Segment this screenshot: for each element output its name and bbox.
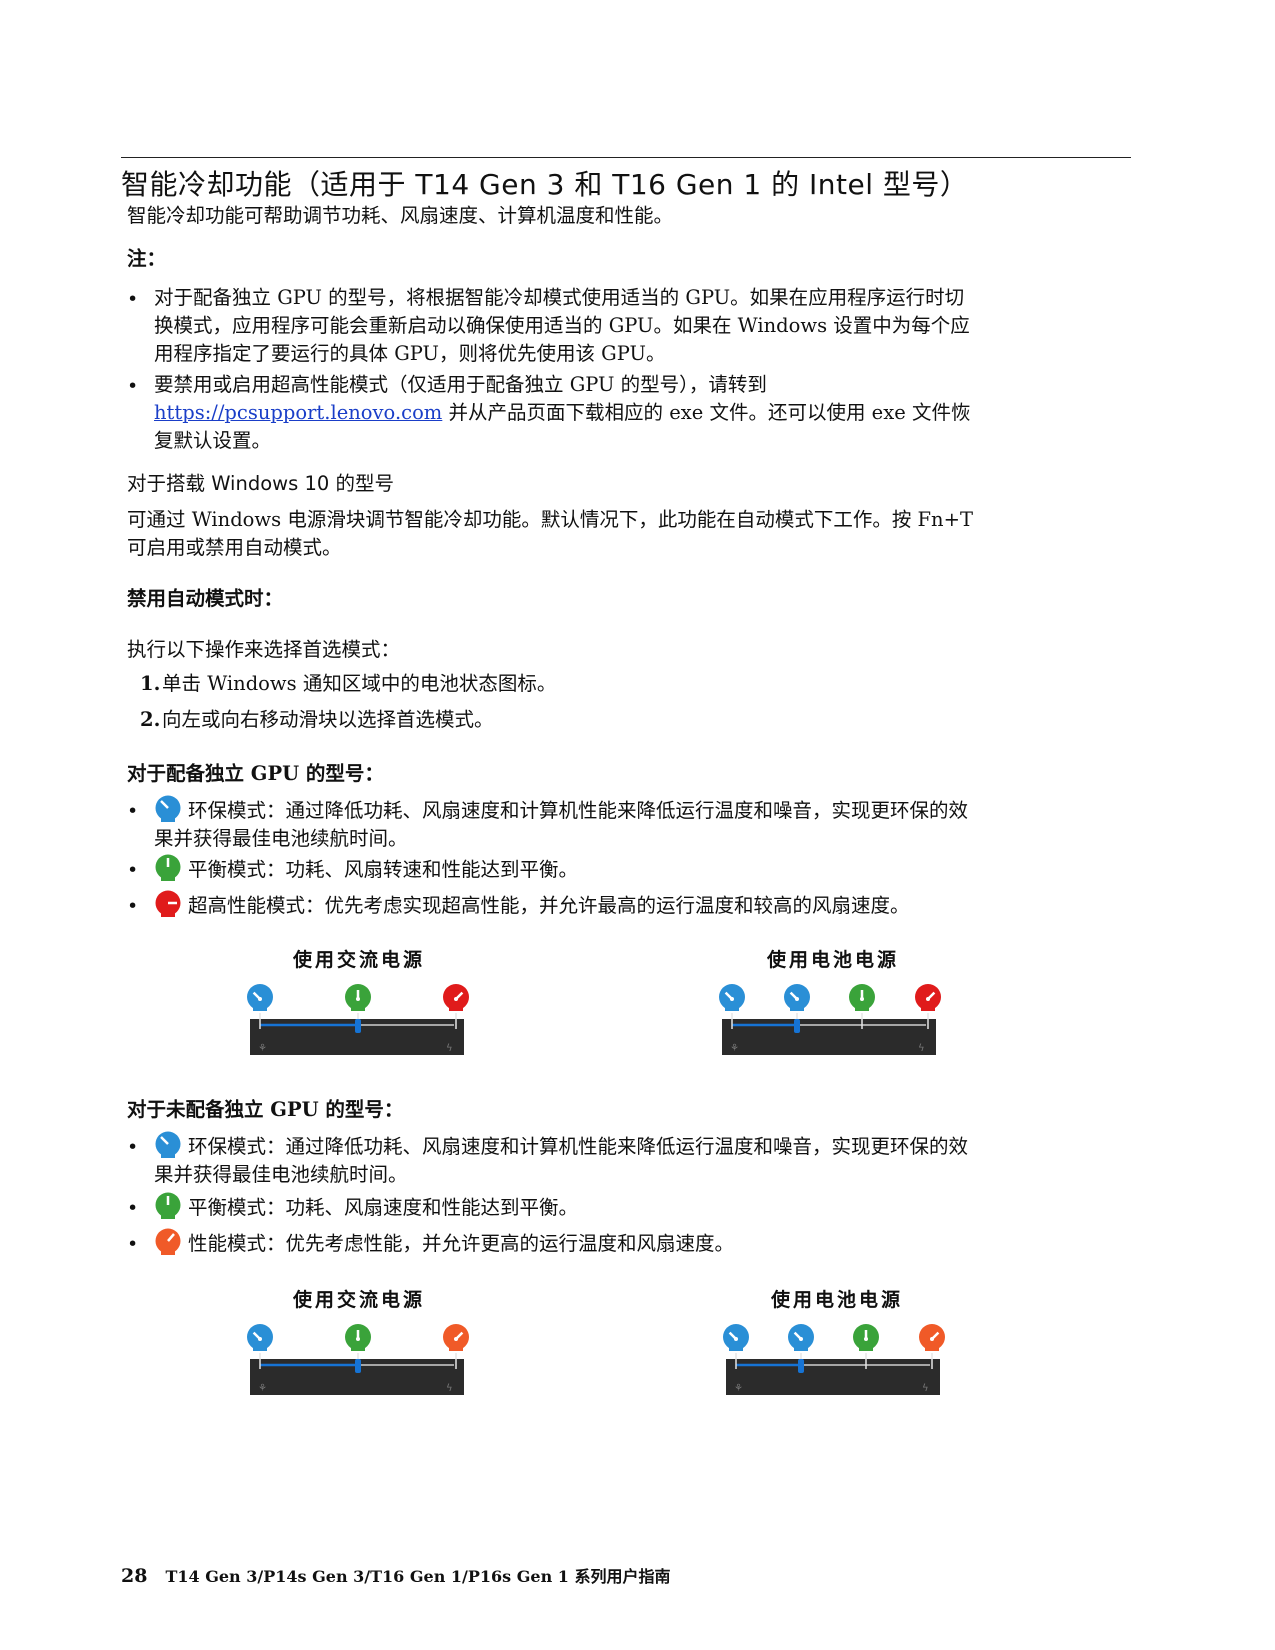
bullet: • (127, 375, 139, 397)
gpu-heading: 对于配备独立 GPU 的型号： (127, 762, 384, 785)
page-footer: 28 T14 Gen 3/P14s Gen 3/T16 Gen 1/P16s Ge… (121, 1563, 671, 1587)
mode-balanced-line: 平衡模式：功耗、风扇速度和性能达到平衡。 (188, 1196, 579, 1219)
caption-ac: 使用交流电源 (292, 949, 425, 971)
mode-ultra: 超高性能模式：优先考虑实现超高性能，并允许最高的运行温度和较高的风扇速度。 (154, 890, 1129, 920)
bullet: • (127, 1233, 139, 1255)
win10-line: 可通过 Windows 电源滑块调节智能冷却功能。默认情况下，此功能在自动模式下… (127, 508, 973, 531)
gauge-icon (784, 984, 810, 1011)
win10-line: 可启用或禁用自动模式。 (127, 536, 342, 559)
gauge-icon (247, 984, 273, 1011)
power-slider-battery: ⚘ϟ (720, 1323, 954, 1402)
bullet: • (127, 288, 139, 310)
note-1: 对于配备独立 GPU 的型号，将根据智能冷却模式使用适当的 GPU。如果在应用程… (154, 284, 1129, 368)
gauge-icon (443, 1324, 469, 1351)
power-slider-ac: ⚘ϟ (244, 983, 478, 1062)
gauge-green-icon (154, 854, 182, 882)
note-2-line: 复默认设置。 (154, 429, 272, 452)
svg-text:⚘: ⚘ (258, 1043, 267, 1054)
mode-performance: 性能模式：优先考虑性能，并允许更高的运行温度和风扇速度。 (154, 1228, 1129, 1258)
svg-text:ϟ: ϟ (446, 1043, 453, 1054)
mode-eco: 环保模式：通过降低功耗、风扇速度和计算机性能来降低运行温度和噪音，实现更环保的效… (154, 795, 1129, 853)
note-1-line: 换模式，应用程序可能会重新启动以确保使用适当的 GPU。如果在 Windows … (154, 314, 970, 337)
win10-heading: 对于搭载 Windows 10 的型号 (127, 472, 394, 495)
mode-eco: 环保模式：通过降低功耗、风扇速度和计算机性能来降低运行温度和噪音，实现更环保的效… (154, 1131, 1129, 1189)
gauge-blue-icon (154, 1131, 182, 1159)
gauge-icon (443, 984, 469, 1011)
note-2: 要禁用或启用超高性能模式（仅适用于配备独立 GPU 的型号），请转到 https… (154, 371, 1129, 455)
page-title: 智能冷却功能（适用于 T14 Gen 3 和 T16 Gen 1 的 Intel… (121, 168, 969, 201)
mode-eco-line: 环保模式：通过降低功耗、风扇速度和计算机性能来降低运行温度和噪音，实现更环保的效 (188, 1135, 969, 1158)
note-2-line-rest: 并从产品页面下载相应的 exe 文件。还可以使用 exe 文件恢 (442, 401, 971, 424)
gauge-icon (345, 984, 371, 1011)
gauge-icon (915, 984, 941, 1011)
gauge-icon (345, 1324, 371, 1351)
gauge-orange-icon (154, 1228, 182, 1256)
nogpu-heading: 对于未配备独立 GPU 的型号： (127, 1098, 404, 1121)
bullet: • (127, 1136, 139, 1158)
mode-balanced-line: 平衡模式：功耗、风扇转速和性能达到平衡。 (188, 858, 579, 881)
step-number: 2. (140, 708, 161, 731)
gauge-icon (788, 1324, 814, 1351)
step-text: 向左或向右移动滑块以选择首选模式。 (162, 708, 494, 731)
gauge-red-icon (154, 890, 182, 918)
bullet: • (127, 895, 139, 917)
gauge-icon (919, 1324, 945, 1351)
gauge-green-icon (154, 1192, 182, 1220)
mode-eco-line: 果并获得最佳电池续航时间。 (154, 1163, 408, 1186)
svg-text:ϟ: ϟ (446, 1383, 453, 1394)
caption-battery: 使用电池电源 (770, 1289, 903, 1311)
gauge-icon (849, 984, 875, 1011)
gauge-icon (723, 1324, 749, 1351)
power-slider-battery: ⚘ϟ (716, 983, 950, 1062)
note-2-line: 要禁用或启用超高性能模式（仅适用于配备独立 GPU 的型号），请转到 (154, 373, 767, 396)
caption-ac: 使用交流电源 (292, 1289, 425, 1311)
note-1-line: 对于配备独立 GPU 的型号，将根据智能冷却模式使用适当的 GPU。如果在应用程… (154, 286, 965, 309)
mode-performance-line: 性能模式：优先考虑性能，并允许更高的运行温度和风扇速度。 (188, 1232, 735, 1255)
gauge-icon (853, 1324, 879, 1351)
steps-intro: 执行以下操作来选择首选模式： (127, 638, 401, 661)
note-1-line: 用程序指定了要运行的具体 GPU，则将优先使用该 GPU。 (154, 342, 666, 365)
step-text: 单击 Windows 通知区域中的电池状态图标。 (162, 672, 557, 695)
svg-text:⚘: ⚘ (258, 1383, 267, 1394)
svg-text:⚘: ⚘ (730, 1043, 739, 1054)
gauge-icon (719, 984, 745, 1011)
title-rule (121, 157, 1131, 158)
gauge-icon (247, 1324, 273, 1351)
mode-ultra-line: 超高性能模式：优先考虑实现超高性能，并允许最高的运行温度和较高的风扇速度。 (188, 894, 910, 917)
page-number: 28 (121, 1565, 148, 1587)
bullet: • (127, 800, 139, 822)
svg-text:⚘: ⚘ (734, 1383, 743, 1394)
gauge-blue-icon (154, 795, 182, 823)
win10-text: 可通过 Windows 电源滑块调节智能冷却功能。默认情况下，此功能在自动模式下… (127, 506, 973, 562)
mode-balanced: 平衡模式：功耗、风扇速度和性能达到平衡。 (154, 1192, 1129, 1222)
mode-eco-line: 环保模式：通过降低功耗、风扇速度和计算机性能来降低运行温度和噪音，实现更环保的效 (188, 799, 969, 822)
step-number: 1. (140, 672, 161, 695)
caption-battery: 使用电池电源 (766, 949, 899, 971)
mode-balanced: 平衡模式：功耗、风扇转速和性能达到平衡。 (154, 854, 1129, 884)
bullet: • (127, 859, 139, 881)
bullet: • (127, 1197, 139, 1219)
footer-text: T14 Gen 3/P14s Gen 3/T16 Gen 1/P16s Gen … (165, 1567, 671, 1586)
svg-text:ϟ: ϟ (922, 1383, 929, 1394)
auto-off-heading: 禁用自动模式时： (127, 587, 284, 610)
note-label: 注： (127, 247, 167, 270)
power-slider-ac: ⚘ϟ (244, 1323, 478, 1402)
intro-text: 智能冷却功能可帮助调节功耗、风扇速度、计算机温度和性能。 (127, 204, 674, 227)
pcsupport-link[interactable]: https://pcsupport.lenovo.com (154, 401, 443, 424)
svg-text:ϟ: ϟ (918, 1043, 925, 1054)
mode-eco-line: 果并获得最佳电池续航时间。 (154, 827, 408, 850)
